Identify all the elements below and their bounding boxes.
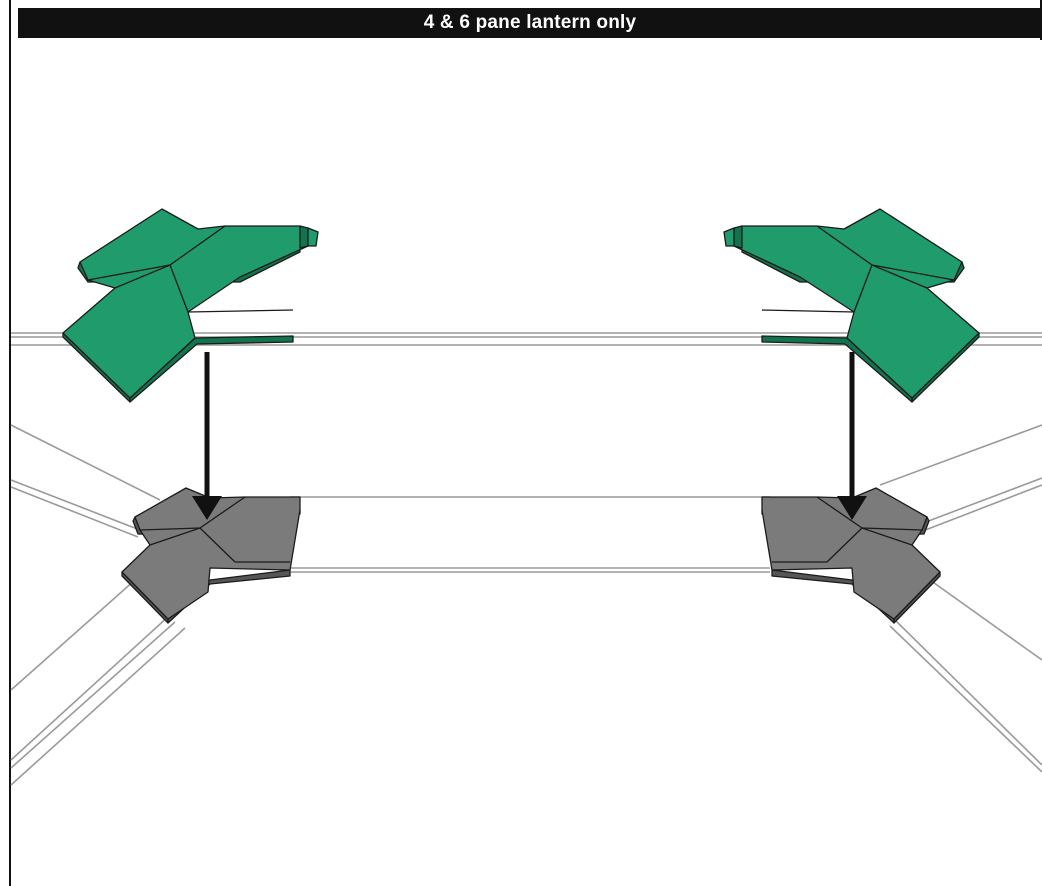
page-title: 4 & 6 pane lantern only bbox=[18, 8, 1042, 38]
green-cap-left bbox=[62, 208, 319, 403]
green-cap-right bbox=[723, 208, 980, 403]
frame-border-left bbox=[9, 0, 11, 886]
grey-cap-right bbox=[761, 487, 941, 624]
arrow-right bbox=[837, 352, 867, 520]
grey-cap-left bbox=[121, 487, 301, 624]
arrow-left bbox=[192, 352, 222, 520]
